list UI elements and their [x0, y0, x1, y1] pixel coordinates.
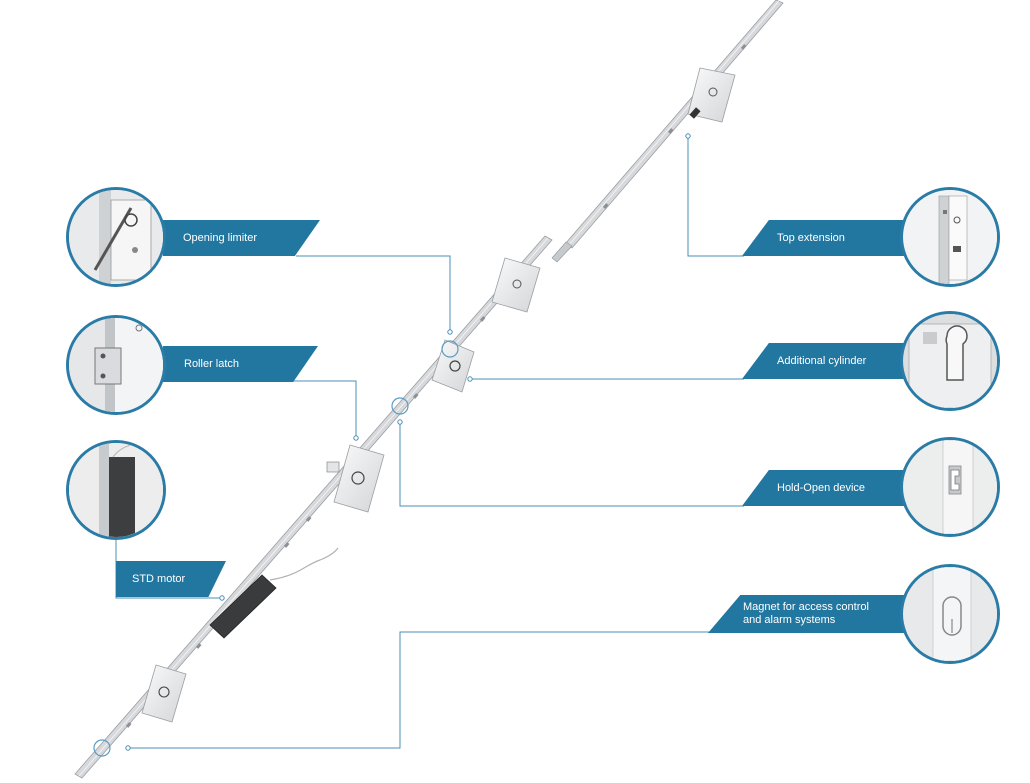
hold-open-detail-icon	[900, 437, 1000, 537]
bar-bolts	[125, 44, 747, 728]
highlight-rings	[93, 340, 459, 757]
opening-limiter-detail-icon	[66, 187, 166, 287]
lock-case-bottom	[141, 664, 187, 723]
leader-endpoints	[125, 133, 691, 751]
ring-magnet	[93, 739, 111, 757]
leader-lines	[115, 136, 744, 749]
label-hold-open-device-text: Hold-Open device	[777, 481, 866, 494]
label-top-extension-text: Top extension	[777, 231, 845, 244]
label-std-motor: STD motor	[116, 561, 226, 597]
roller-latch-detail-icon	[66, 315, 166, 415]
leader-hold-open	[399, 422, 744, 507]
top-extension-detail-icon	[900, 187, 1000, 287]
magnet-detail-icon	[900, 564, 1000, 664]
label-roller-latch: Roller latch	[163, 346, 318, 382]
label-roller-latch-text: Roller latch	[184, 357, 240, 370]
lock-case-cylinder	[431, 339, 475, 393]
ring-hold-open	[391, 397, 409, 415]
label-magnet: Magnet for access control and alarm syst…	[708, 595, 910, 633]
lock-case-main	[326, 444, 385, 513]
label-opening-limiter: Opening limiter	[163, 220, 320, 256]
leader-roller-latch	[292, 380, 357, 438]
label-hold-open-device: Hold-Open device	[742, 470, 910, 506]
label-additional-cylinder-text: Additional cylinder	[777, 354, 867, 367]
lock-case-top	[687, 67, 736, 123]
leader-top-extension	[687, 136, 744, 257]
label-top-extension: Top extension	[742, 220, 910, 256]
leader-magnet	[128, 631, 712, 749]
std-motor-detail-icon	[66, 440, 166, 540]
faceplate-bar-upper	[551, 0, 784, 263]
leader-std-motor	[115, 538, 222, 599]
label-additional-cylinder: Additional cylinder	[742, 343, 910, 379]
ring-opening-limiter	[441, 340, 459, 358]
leader-opening-limiter	[296, 255, 451, 332]
std-motor-unit	[209, 547, 339, 639]
label-std-motor-text: STD motor	[132, 572, 186, 585]
cylinder-detail-icon	[900, 311, 1000, 411]
label-opening-limiter-text: Opening limiter	[183, 231, 257, 244]
lock-case-mid-upper	[491, 257, 541, 313]
label-magnet-text: Magnet for access control and alarm syst…	[743, 601, 869, 626]
